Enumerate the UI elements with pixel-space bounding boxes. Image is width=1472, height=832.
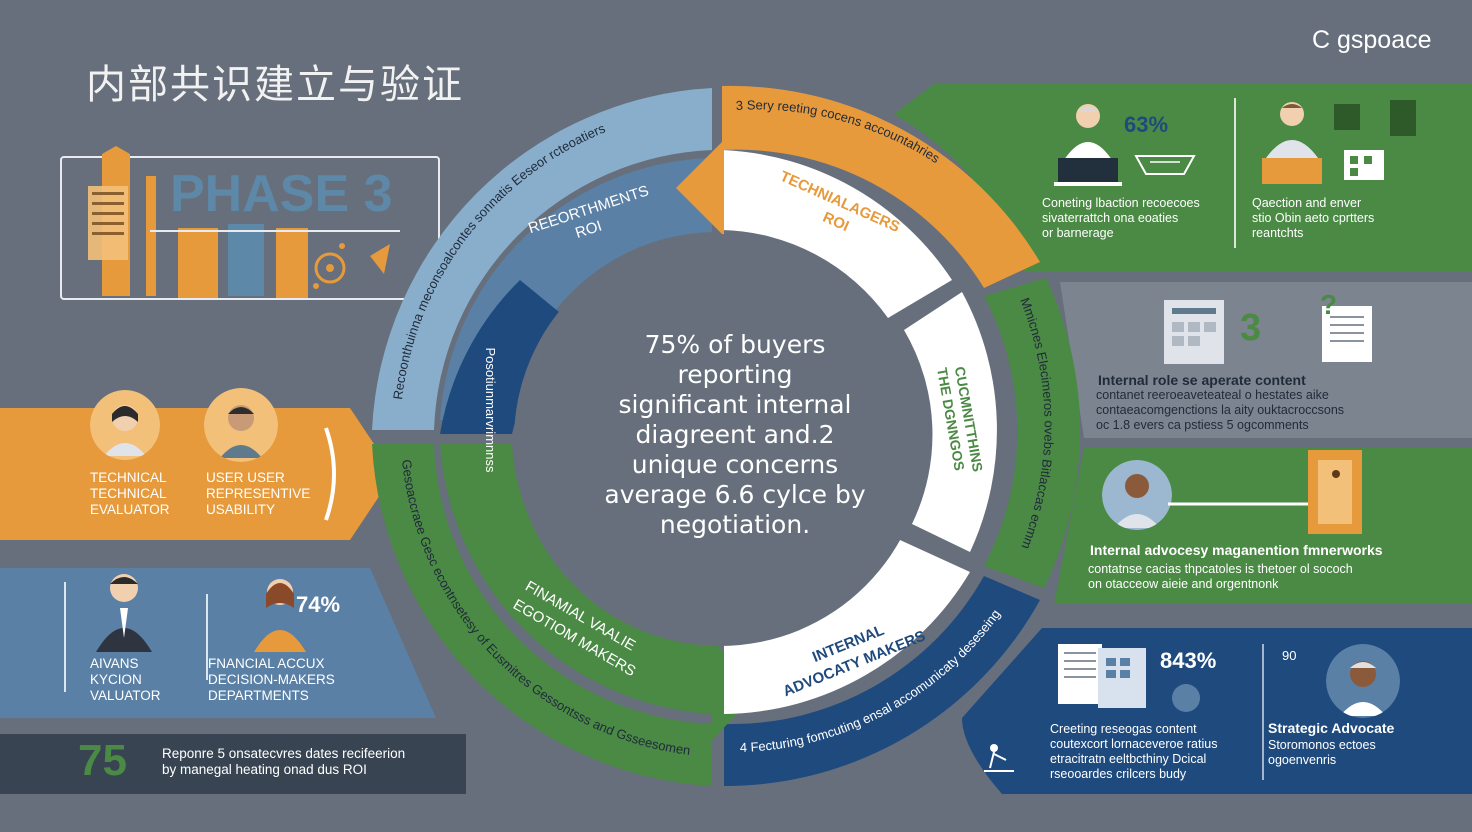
center-statement: 75% of buyers reporting significant inte… [604,330,866,539]
technical-evaluator-label: TECHNICAL TECHNICAL EVALUATOR [90,470,170,517]
right-bottom-left-text: Creeting reseogas content coutexcort lor… [1050,722,1218,781]
finance-decision-label: FNANCIAL ACCUX DECISION-MAKERS DEPARTMEN… [208,656,335,703]
outer-segment-green-right [984,278,1081,588]
inner-segment-white-top [722,150,952,318]
bottom-stat-number: 75 [78,736,127,785]
phase-box [60,156,440,300]
monitor-outline-icon [1134,155,1196,175]
bottom-stat-panel [0,734,466,794]
right-mid2-heading: Internal advocesy maganention fmnerworks [1090,542,1383,558]
strategic-advocate-heading: Strategic Advocate [1268,720,1395,736]
inner-segment-white-right [904,292,997,552]
right-top-green-panel [894,84,1472,272]
orange-arrowhead [676,140,724,236]
center-circle [514,234,926,646]
outer-segment-light-blue [372,88,712,430]
chat-bubble-icon [1172,684,1200,712]
page-title: 内部共识建立与验证 [86,62,464,108]
seg-inner-left: Posotiunmarvrimnnss [483,348,498,473]
podium-chart-icon [1334,100,1416,180]
inner-segment-dark-blue [440,280,576,434]
phase-illustration-icon [88,146,400,298]
documents-question-icon: 3 ? [1164,292,1372,364]
outer-segment-dark-blue [724,576,1040,787]
blue-panel-shape [0,568,436,718]
outer-segment-green-left [372,444,712,786]
strategic-advocate-text: Storomonos ectoes ogoenvenris [1268,738,1376,767]
user-representative-avatar [204,388,278,462]
right-bottom-small-number: 90 [1282,648,1297,663]
outer-segment-orange [722,85,1040,288]
presenter-at-laptop-icon [1054,104,1122,186]
svg-text:3: 3 [1240,307,1261,349]
speaker-at-podium-icon [1262,102,1322,184]
evaluator-person-icon [96,574,152,652]
blue-panel-percentage: 74% [296,592,341,617]
bottom-stat-text: Reponre 5 onsatecvres dates recifeerion … [162,746,406,777]
right-top-left-text: Coneting lbaction recoecoes sivaterrattc… [1042,196,1200,240]
right-mid2-text: contatnse cacias thpcatoles is thetoer o… [1088,562,1353,591]
evaluator-label: AIVANS KYCION VALUATOR [90,656,161,703]
strategic-advocate-avatar [1326,644,1400,718]
right-top-percentage: 63% [1124,112,1169,137]
phase-label: PHASE 3 [170,165,393,223]
right-top-right-text: Qaection and enver stio Obin aeto cprtte… [1252,196,1375,240]
brand-logo: C gspoace [1312,26,1432,54]
svg-text:?: ? [1320,292,1337,320]
inner-segment-green [440,444,712,714]
internal-advocate-avatar [1102,460,1172,530]
inner-segment-white-bottom [724,540,970,714]
connector-door-icon [1168,450,1362,534]
right-mid1-text: contanet reeroeaveteateal o hestates aik… [1096,388,1345,432]
finance-person-icon [254,579,306,652]
technical-evaluator-avatar [90,390,160,460]
pointer-figure-icon [984,744,1014,772]
user-representative-label: USER USER REPRESENTIVE USABILITY [206,470,311,517]
documents-stack-icon [1058,644,1146,708]
right-bottom-percentage: 843% [1160,648,1217,673]
right-mid1-heading: Internal role se aperate content [1098,372,1306,388]
